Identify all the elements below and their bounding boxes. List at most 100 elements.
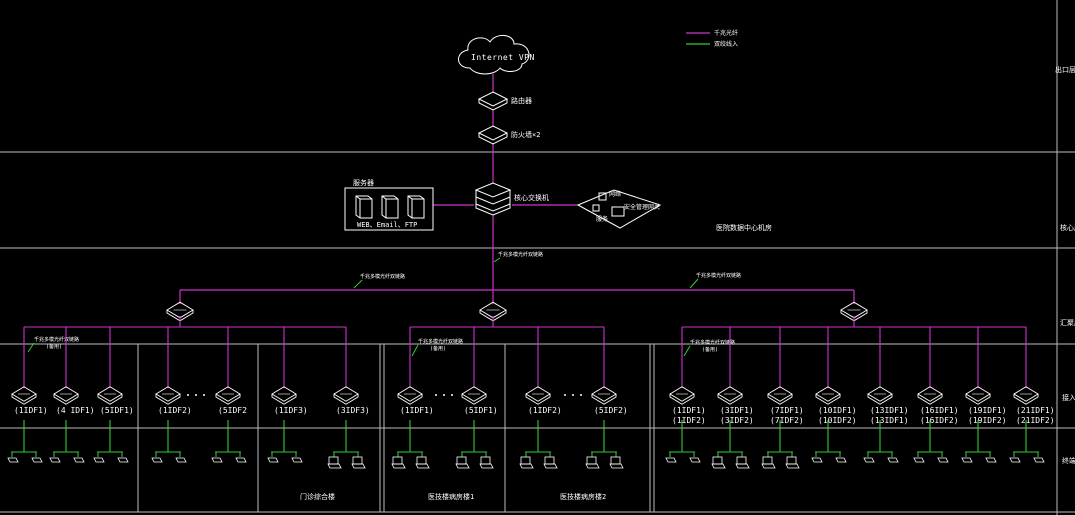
access-switch-label: (3IDF3): [336, 406, 370, 415]
server-group-caption: WEB、Email、FTP: [357, 221, 417, 229]
access-switch-label: (1IDF2): [158, 406, 192, 415]
security-zone-outline: [576, 189, 662, 229]
access-switch-icon: [397, 386, 423, 405]
data-center-label: 医院数据中心机房: [716, 223, 772, 232]
link-label-access-mid-sub: (备用): [430, 345, 446, 352]
access-switch-label: (13IDF1): [870, 406, 909, 415]
computer-icon: [415, 456, 430, 469]
link-label-access-right-leader: [683, 345, 691, 357]
gateway-device-icon: [592, 204, 600, 212]
terminal-icon: [151, 457, 163, 463]
link-label-access-right-sub: (备用): [702, 346, 718, 353]
terminal-icon: [835, 457, 847, 463]
access-switch-label: (1IDF1): [672, 406, 706, 415]
access-switch-label: (3IDF2): [720, 416, 754, 425]
terminal-icon: [689, 457, 701, 463]
terminal-icon: [665, 457, 677, 463]
firewall: 防火墙×2: [477, 125, 540, 145]
link-label-agg-right-leader: [689, 278, 699, 289]
access-switch-icon: [815, 386, 841, 405]
access-switch-label: (10IDF2): [818, 416, 857, 425]
gateway-device-icon: [611, 206, 625, 217]
access-switch-label: (5IDF1): [100, 406, 134, 415]
access-switch-label: (7IDF1): [770, 406, 804, 415]
server-group-label: 服务器: [353, 178, 374, 187]
terminal-icon: [291, 457, 303, 463]
access-switch-label: (21IDF1): [1016, 406, 1055, 415]
access-switch-label: (16IDF2): [920, 416, 959, 425]
router-label: 路由器: [511, 96, 532, 105]
access-switch-label: (19IDF1): [968, 406, 1007, 415]
access-switch-label: (7IDF2): [770, 416, 804, 425]
ellipsis-dot: [203, 394, 205, 396]
gateway-device-icon: [598, 192, 607, 201]
terminal-icon: [49, 457, 61, 463]
firewall-icon: [477, 125, 509, 145]
cloud-label: Internet VPN: [471, 53, 535, 62]
terminal-layer: [7, 420, 1045, 469]
link-label-access-right: 千兆多模光纤双链路: [690, 339, 735, 346]
access-switch-icon: [669, 386, 695, 405]
firewall-label: 防火墙×2: [511, 130, 540, 139]
computer-icon: [519, 456, 534, 469]
access-switch-label: (5IDF2: [218, 406, 247, 415]
access-switch-label: (5IDF1): [464, 406, 498, 415]
computer-icon: [455, 456, 470, 469]
server-icon: [381, 195, 399, 219]
computer-icon: [585, 456, 600, 469]
access-switch-icon: [591, 386, 617, 405]
link-label-access-left: 千兆多模光纤双链路: [34, 336, 79, 343]
terminal-icon: [175, 457, 187, 463]
legend-copper-label: 双绞线入: [714, 40, 738, 48]
terminal-icon: [863, 457, 875, 463]
ellipsis-dot: [451, 394, 453, 396]
computer-icon: [391, 456, 406, 469]
computer-icon: [351, 456, 366, 469]
layer-label-aggregation: 汇聚层: [1060, 319, 1075, 327]
layer-label-exit: 出口层: [1055, 65, 1075, 74]
router: 路由器: [477, 91, 532, 111]
core-switch-label: 核心交换机: [514, 193, 549, 202]
terminal-icon: [235, 457, 247, 463]
security-gateway: 网络 安全管理网关 服务: [576, 189, 662, 229]
terminal-icon: [913, 457, 925, 463]
cloud-icon: [458, 35, 530, 75]
computer-icon: [761, 456, 776, 469]
access-switch-label: (4 IDF1): [56, 406, 95, 415]
layer-labels: 出口层 核心层 汇聚层 接入层 终端层: [1055, 65, 1075, 465]
link-annotations: 千兆多模光纤双链路千兆多模光纤双链路千兆多模光纤双链路千兆多模光纤双链路(备用)…: [27, 251, 741, 357]
access-layer: (1IDF1) (4 IDF1) (5IDF1) (1IDF2) (5IDF2 (1IDF…: [11, 316, 1055, 425]
access-switch-icon: [767, 386, 793, 405]
access-switch-label: (1IDF1): [400, 406, 434, 415]
ellipsis-dot: [580, 394, 582, 396]
terminal-icon: [1033, 457, 1045, 463]
access-switch-icon: [11, 386, 37, 405]
terminal-icon: [7, 457, 19, 463]
link-label-access-left-leader: [27, 342, 35, 353]
terminal-icon: [117, 457, 129, 463]
router-icon: [477, 91, 509, 111]
core-switch: 核心交换机: [474, 182, 549, 216]
link-label-core-down-leader: [493, 257, 501, 263]
building-label: 医技楼病房楼2: [560, 492, 606, 501]
layer-label-access: 接入层: [1062, 393, 1075, 402]
link-label-agg-right: 千兆多模光纤双链路: [696, 272, 741, 279]
computer-icon: [711, 456, 726, 469]
link-label-core-down: 千兆多模光纤双链路: [498, 251, 543, 258]
computer-icon: [735, 456, 750, 469]
core-switch-icon: [474, 182, 512, 216]
building-label: 医技楼病房楼1: [428, 492, 474, 501]
access-switch-label: (16IDF1): [920, 406, 959, 415]
terminal-icon: [93, 457, 105, 463]
aggregation-layer: [166, 301, 868, 322]
ellipsis-dot: [195, 394, 197, 396]
ellipsis-dot: [572, 394, 574, 396]
security-label: 网络: [609, 190, 621, 198]
terminal-icon: [961, 457, 973, 463]
server-group: 服务器 WEB、Email、FTP: [344, 178, 434, 231]
terminal-icon: [985, 457, 997, 463]
terminal-icon: [1009, 457, 1021, 463]
access-switch-icon: [53, 386, 79, 405]
access-switch-label: (5IDF2): [594, 406, 628, 415]
